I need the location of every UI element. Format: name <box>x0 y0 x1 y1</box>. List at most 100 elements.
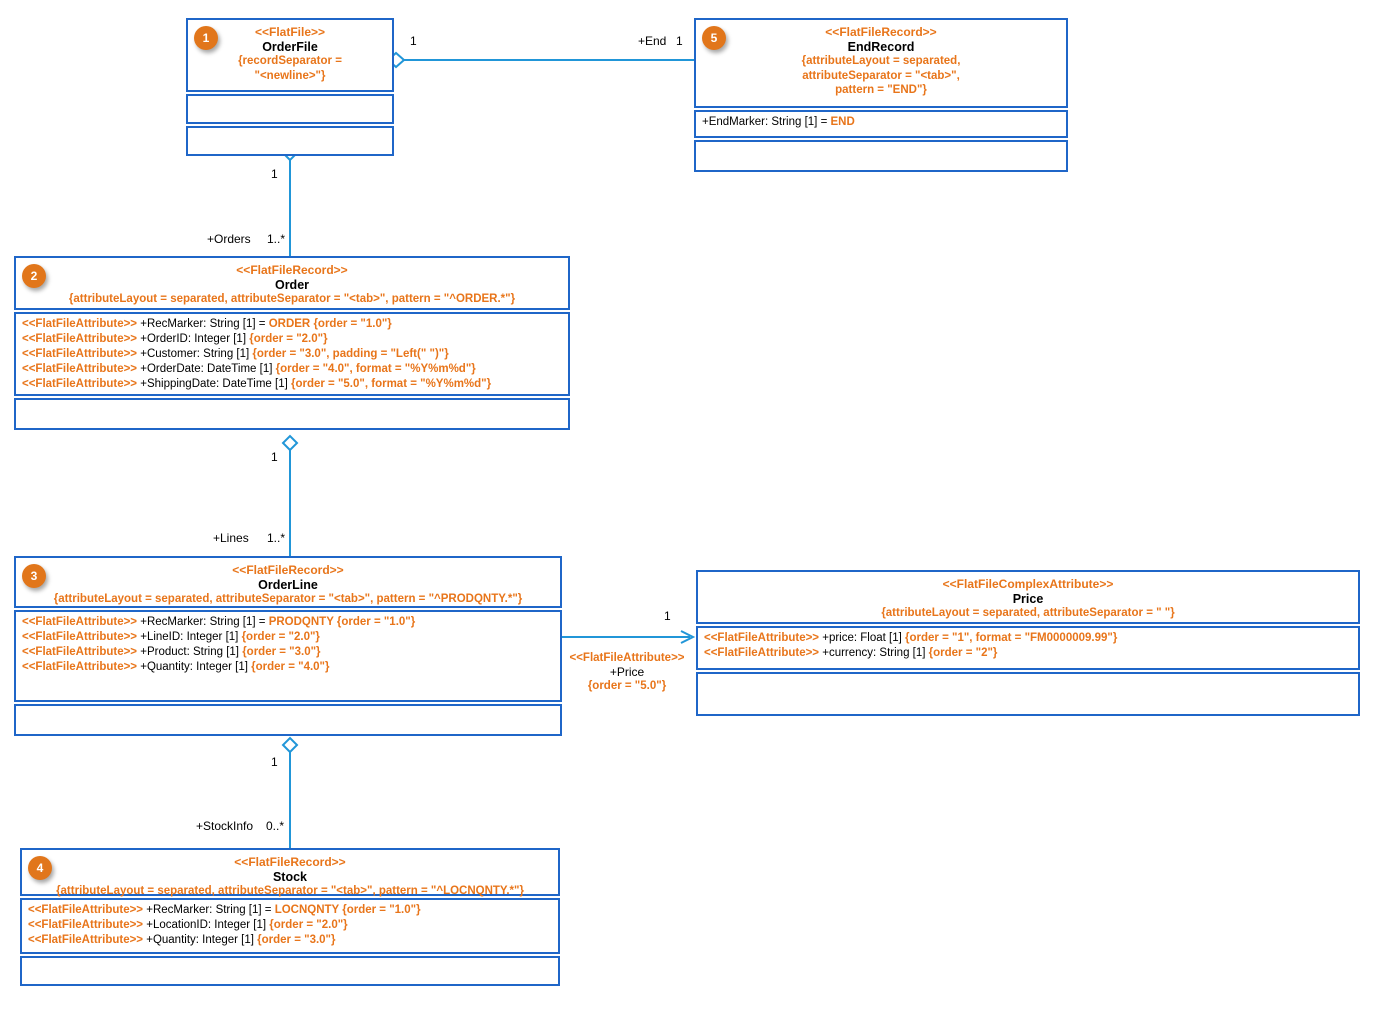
class-box-orderline[interactable]: 3 <<FlatFileRecord>> OrderLine {attribut… <box>14 556 562 736</box>
operations-compartment-stock <box>20 956 560 986</box>
stereotype-stock: <<FlatFileRecord>> <box>234 855 346 869</box>
attribute-stereotype: <<FlatFileAttribute>> <box>28 919 144 931</box>
class-header-endrecord: <<FlatFileRecord>> EndRecord {attributeL… <box>694 18 1068 108</box>
attribute-tags: {order = "1.0"} <box>313 318 392 330</box>
attributes-compartment-order: <<FlatFileAttribute>> +RecMarker: String… <box>14 312 570 396</box>
class-name-stock: Stock <box>272 869 308 884</box>
class-box-orderfile[interactable]: 1 <<FlatFile>> OrderFile {recordSeparato… <box>186 18 394 156</box>
class-header-stock: <<FlatFileRecord>> Stock {attributeLayou… <box>20 848 560 897</box>
attribute-row: <<FlatFileAttribute>> +RecMarker: String… <box>22 317 564 332</box>
attribute-row: <<FlatFileAttribute>> +LineID: Integer [… <box>22 630 556 645</box>
multiplicity-orderline-price-target: 1 <box>664 609 671 623</box>
attribute-text: +RecMarker: String [1] = <box>137 318 269 330</box>
attributes-compartment-stock: <<FlatFileAttribute>> +RecMarker: String… <box>20 898 560 954</box>
attribute-row: <<FlatFileAttribute>> +RecMarker: String… <box>22 615 556 630</box>
class-box-stock[interactable]: 4 <<FlatFileRecord>> Stock {attributeLay… <box>20 848 560 986</box>
link-tags-price: {order = "5.0"} <box>587 680 667 692</box>
attribute-tags: {order = "1.0"} <box>336 616 416 628</box>
class-properties-order: {attributeLayout = separated, attributeS… <box>68 293 516 305</box>
class-properties-endrecord-line3: pattern = "END"} <box>835 84 927 96</box>
attributes-compartment-price: <<FlatFileAttribute>> +price: Float [1] … <box>696 626 1360 670</box>
attribute-tags: {order = "1", format = "FM0000009.99"} <box>905 632 1118 644</box>
operations-compartment-orderfile <box>186 126 394 156</box>
role-orderfile-endrecord-target: +End <box>638 34 667 48</box>
attribute-text: +LineID: Integer [1] <box>137 631 242 643</box>
attribute-text: +Product: String [1] <box>137 646 243 658</box>
class-properties-endrecord-line2: attributeSeparator = "<tab>", <box>802 69 960 82</box>
stereotype-endrecord: <<FlatFileRecord>> <box>825 25 937 39</box>
attribute-row: <<FlatFileAttribute>> +Customer: String … <box>22 347 564 362</box>
class-name-orderline: OrderLine <box>258 577 318 592</box>
attribute-text: +RecMarker: String [1] = <box>143 904 275 916</box>
attribute-stereotype: <<FlatFileAttribute>> <box>22 318 138 330</box>
attribute-tags: {order = "4.0"} <box>251 661 330 673</box>
attribute-tags: {order = "2.0"} <box>241 631 320 643</box>
multiplicity-orderfile-endrecord-source: 1 <box>410 34 417 48</box>
attribute-tags: {order = "3.0", padding = "Left(" ")"} <box>252 348 449 360</box>
class-header-order: <<FlatFileRecord>> Order {attributeLayou… <box>14 256 570 310</box>
stereotype-order: <<FlatFileRecord>> <box>236 263 348 277</box>
badge-number-2: 2 <box>22 264 46 288</box>
attribute-row: <<FlatFileAttribute>> +price: Float [1] … <box>704 631 1354 646</box>
attributes-compartment-orderline: <<FlatFileAttribute>> +RecMarker: String… <box>14 610 562 702</box>
class-name-price: Price <box>1012 591 1044 606</box>
attribute-text: +price: Float [1] <box>819 632 906 644</box>
class-properties-orderfile-line2: "<newline>"} <box>254 69 326 82</box>
operations-compartment-order <box>14 398 570 430</box>
attributes-compartment-endrecord: +EndMarker: String [1] = END <box>694 110 1068 138</box>
multiplicity-order-orderline-source: 1 <box>271 450 278 464</box>
attribute-stereotype: <<FlatFileAttribute>> <box>28 934 144 946</box>
badge-number-4: 4 <box>28 856 52 880</box>
operations-compartment-endrecord <box>694 140 1068 172</box>
aggregation-diamond-orderline-stock <box>281 736 299 754</box>
attribute-stereotype: <<FlatFileAttribute>> <box>22 616 138 628</box>
attribute-text: +Quantity: Integer [1] <box>143 934 258 946</box>
link-role-price: +Price <box>609 665 645 679</box>
attribute-stereotype: <<FlatFileAttribute>> <box>22 333 138 345</box>
stereotype-price: <<FlatFileComplexAttribute>> <box>942 577 1114 591</box>
attribute-row: <<FlatFileAttribute>> +Quantity: Integer… <box>22 660 556 675</box>
class-box-price[interactable]: <<FlatFileComplexAttribute>> Price {attr… <box>696 570 1360 716</box>
attribute-stereotype: <<FlatFileAttribute>> <box>704 647 820 659</box>
badge-number-5: 5 <box>702 26 726 50</box>
attribute-stereotype: <<FlatFileAttribute>> <box>28 904 144 916</box>
attribute-row: <<FlatFileAttribute>> +OrderID: Integer … <box>22 332 564 347</box>
multiplicity-order-orderline-target: 1..* <box>267 531 286 545</box>
multiplicity-orderline-stock-target: 0..* <box>266 819 285 833</box>
arrowhead-orderline-price <box>680 630 696 644</box>
role-order-orderline-target: +Lines <box>213 531 249 545</box>
attribute-value: END <box>830 116 855 128</box>
attribute-row: <<FlatFileAttribute>> +ShippingDate: Dat… <box>22 377 564 392</box>
attribute-text: +currency: String [1] <box>819 647 929 659</box>
operations-compartment-orderline <box>14 704 562 736</box>
class-properties-orderfile-line1: {recordSeparator = <box>238 55 342 67</box>
label-orderline-price: <<FlatFileAttribute>> +Price {order = "5… <box>562 651 692 693</box>
attribute-text: +LocationID: Integer [1] <box>143 919 270 931</box>
attribute-stereotype: <<FlatFileAttribute>> <box>22 631 138 643</box>
class-header-orderfile: <<FlatFile>> OrderFile {recordSeparator … <box>186 18 394 92</box>
link-stereotype-price: <<FlatFileAttribute>> <box>569 652 685 664</box>
attribute-value: ORDER <box>268 318 314 330</box>
attribute-row: <<FlatFileAttribute>> +currency: String … <box>704 646 1354 661</box>
multiplicity-orderline-stock-source: 1 <box>271 755 278 769</box>
class-box-endrecord[interactable]: 5 <<FlatFileRecord>> EndRecord {attribut… <box>694 18 1068 172</box>
attribute-stereotype: <<FlatFileAttribute>> <box>704 632 820 644</box>
attribute-tags: {order = "3.0"} <box>257 934 336 946</box>
attribute-stereotype: <<FlatFileAttribute>> <box>22 378 138 390</box>
class-box-order[interactable]: 2 <<FlatFileRecord>> Order {attributeLay… <box>14 256 570 430</box>
attribute-value: LOCNQNTY <box>274 904 343 916</box>
attribute-tags: {order = "2.0"} <box>269 919 348 931</box>
attribute-stereotype: <<FlatFileAttribute>> <box>22 348 138 360</box>
attribute-tags: {order = "5.0", format = "%Y%m%d"} <box>290 378 492 390</box>
class-header-price: <<FlatFileComplexAttribute>> Price {attr… <box>696 570 1360 624</box>
badge-number-1: 1 <box>194 26 218 50</box>
class-properties-endrecord-line1: {attributeLayout = separated, <box>801 55 961 67</box>
attribute-tags: {order = "2"} <box>928 647 998 659</box>
attribute-text: +Quantity: Integer [1] <box>137 661 252 673</box>
operations-compartment-price <box>696 672 1360 716</box>
class-header-orderline: <<FlatFileRecord>> OrderLine {attributeL… <box>14 556 562 608</box>
attribute-row: <<FlatFileAttribute>> +Quantity: Integer… <box>28 933 554 948</box>
badge-number-3: 3 <box>22 564 46 588</box>
attribute-stereotype: <<FlatFileAttribute>> <box>22 363 138 375</box>
